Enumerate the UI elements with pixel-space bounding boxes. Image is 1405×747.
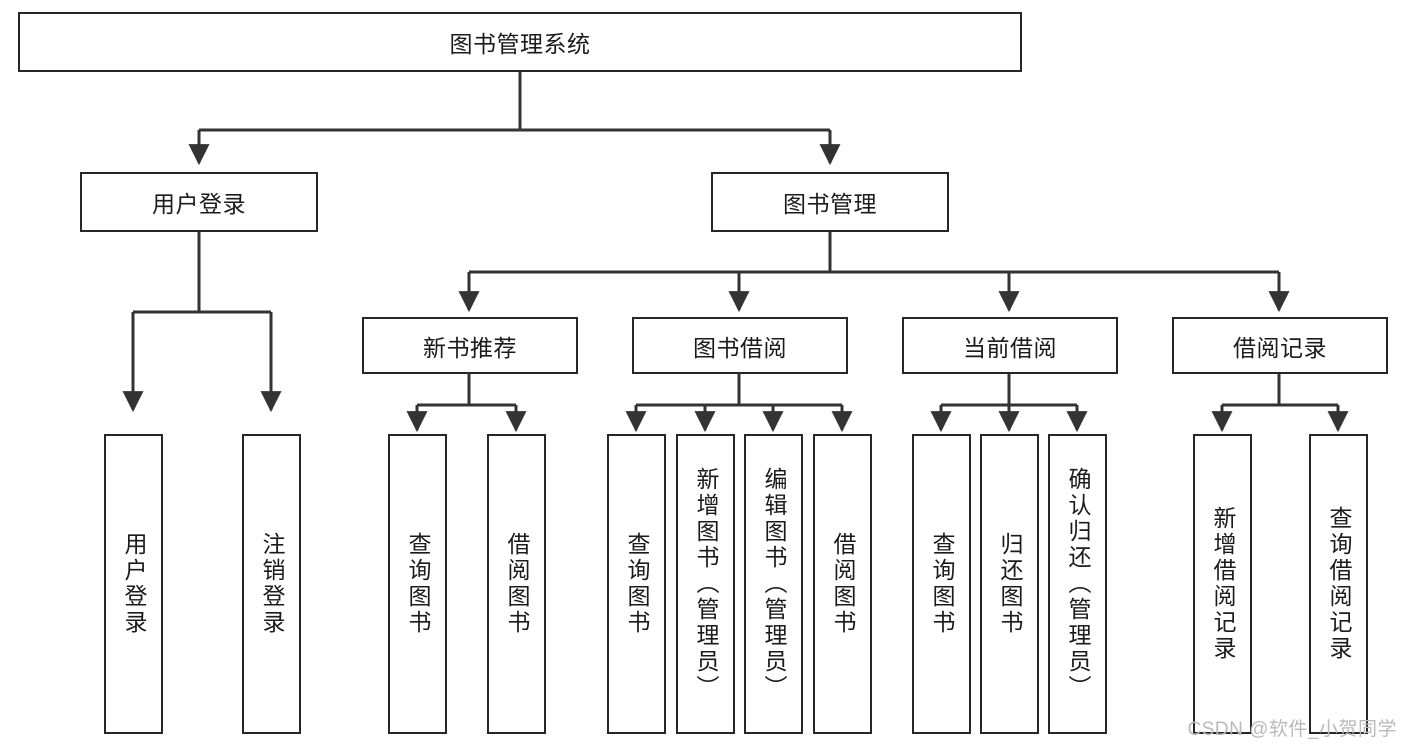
node-current-borrow[interactable]: 当前借阅	[902, 317, 1118, 374]
node-new-book-recommend-label: 新书推荐	[423, 334, 517, 361]
node-leaf-query-book-1-label: 查询图书	[405, 532, 431, 636]
node-leaf-query-record[interactable]: 查询借阅记录	[1309, 434, 1368, 734]
node-borrow-record[interactable]: 借阅记录	[1172, 317, 1388, 374]
node-user-login-label: 用户登录	[152, 191, 246, 217]
node-leaf-confirm-return[interactable]: 确认归还（管理员）	[1048, 434, 1107, 734]
node-leaf-user-login-label: 用户登录	[121, 532, 147, 636]
node-user-login[interactable]: 用户登录	[80, 172, 318, 232]
node-borrow-record-label: 借阅记录	[1233, 334, 1327, 361]
node-leaf-query-book-1[interactable]: 查询图书	[388, 434, 447, 734]
csdn-watermark: CSDN @软件_小贺同学	[1187, 719, 1397, 740]
node-leaf-query-book-2[interactable]: 查询图书	[607, 434, 666, 734]
node-current-borrow-label: 当前借阅	[963, 334, 1057, 361]
node-leaf-add-record-label: 新增借阅记录	[1210, 506, 1236, 662]
node-leaf-user-login[interactable]: 用户登录	[104, 434, 163, 734]
node-leaf-borrow-book-2[interactable]: 借阅图书	[813, 434, 872, 734]
node-leaf-query-book-2-label: 查询图书	[624, 532, 650, 636]
node-leaf-borrow-book-2-label: 借阅图书	[830, 532, 856, 636]
node-leaf-add-book[interactable]: 新增图书（管理员）	[676, 434, 735, 734]
node-leaf-return-book[interactable]: 归还图书	[980, 434, 1039, 734]
node-leaf-query-book-3[interactable]: 查询图书	[912, 434, 971, 734]
node-leaf-borrow-book-1[interactable]: 借阅图书	[487, 434, 546, 734]
node-leaf-query-book-3-label: 查询图书	[929, 532, 955, 636]
node-leaf-query-record-label: 查询借阅记录	[1326, 506, 1352, 662]
node-new-book-recommend[interactable]: 新书推荐	[362, 317, 578, 374]
node-root[interactable]: 图书管理系统	[18, 12, 1022, 72]
node-leaf-add-record[interactable]: 新增借阅记录	[1193, 434, 1252, 734]
node-leaf-add-book-label: 新增图书（管理员）	[693, 467, 719, 701]
node-leaf-confirm-return-label: 确认归还（管理员）	[1065, 467, 1091, 701]
node-leaf-logout-login[interactable]: 注销登录	[242, 434, 301, 734]
node-book-manage[interactable]: 图书管理	[711, 172, 949, 232]
node-leaf-edit-book[interactable]: 编辑图书（管理员）	[744, 434, 803, 734]
node-book-borrow[interactable]: 图书借阅	[632, 317, 848, 374]
node-leaf-edit-book-label: 编辑图书（管理员）	[761, 467, 787, 701]
node-leaf-borrow-book-1-label: 借阅图书	[504, 532, 530, 636]
node-leaf-logout-login-label: 注销登录	[259, 532, 285, 636]
node-leaf-return-book-label: 归还图书	[997, 532, 1023, 636]
node-root-label: 图书管理系统	[449, 31, 591, 57]
node-book-borrow-label: 图书借阅	[693, 334, 787, 361]
node-book-manage-label: 图书管理	[783, 191, 877, 217]
